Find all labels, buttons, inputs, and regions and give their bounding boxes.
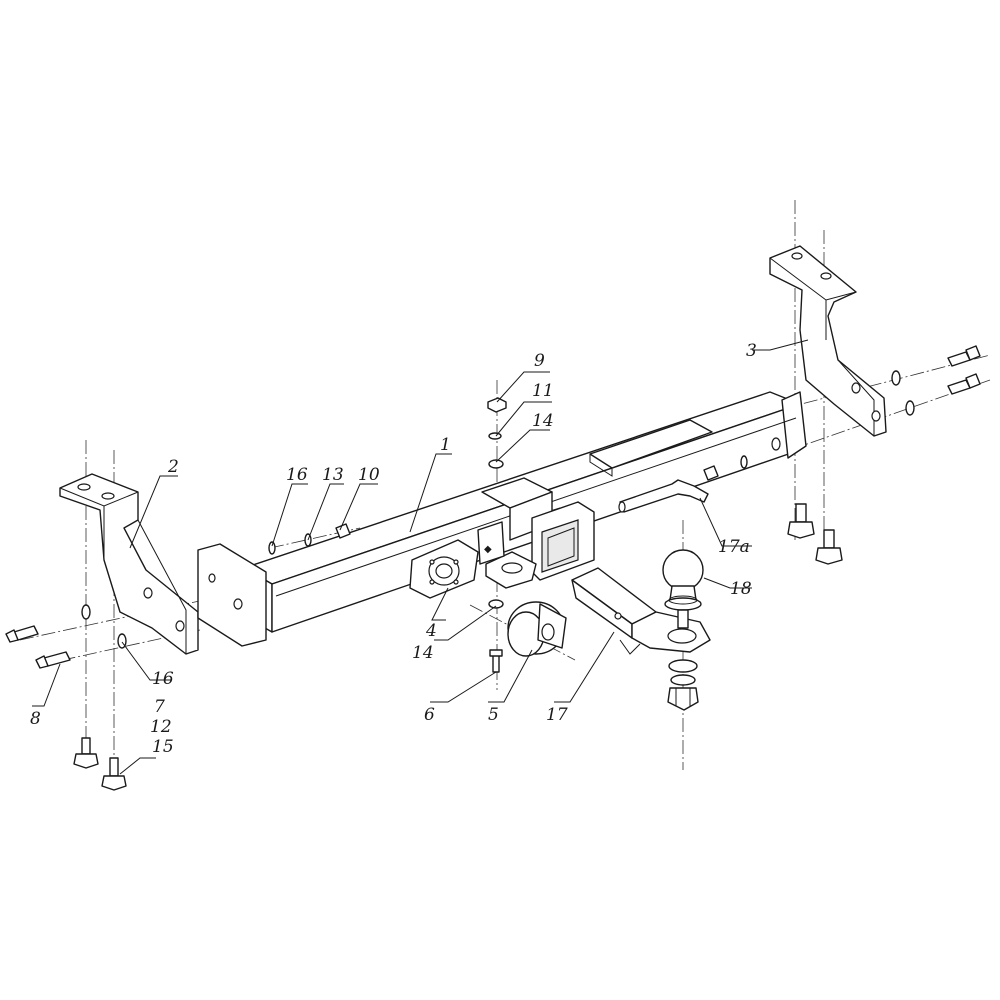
callout-11: 11 [532, 381, 554, 401]
callout-16-bottom: 16 [152, 669, 174, 689]
callout-12: 12 [150, 717, 172, 737]
callout-18: 18 [730, 579, 752, 599]
leader-lines [32, 339, 809, 775]
socket-plate [409, 539, 479, 599]
wiring-tube [618, 479, 709, 513]
callout-4: 4 [425, 621, 437, 641]
ball-mount-bar [571, 567, 711, 655]
right-bracket [769, 245, 887, 437]
ball-fasteners [667, 659, 699, 711]
receiver-hitch: ◆ [477, 477, 595, 589]
electrical-socket [507, 601, 567, 657]
callout-17a: 17a [718, 537, 750, 557]
callout-1: 1 [440, 435, 451, 455]
left-bracket [59, 473, 199, 655]
tow-ball [662, 549, 704, 629]
callout-10: 10 [358, 465, 380, 485]
svg-text:◆: ◆ [484, 544, 492, 555]
callout-8: 8 [30, 709, 41, 729]
callout-17: 17 [546, 705, 568, 725]
callout-2: 2 [167, 457, 179, 477]
callout-3: 3 [746, 341, 757, 361]
callout-14-top: 14 [532, 411, 554, 431]
callout-16-top: 16 [286, 465, 308, 485]
callout-13: 13 [322, 465, 344, 485]
callout-15: 15 [152, 737, 174, 757]
center-fasteners [487, 397, 507, 673]
right-bolts [703, 345, 981, 565]
left-bolts [5, 604, 127, 791]
main-crossbeam [197, 391, 807, 647]
callout-5: 5 [488, 705, 499, 725]
callout-6: 6 [424, 705, 435, 725]
callout-7: 7 [154, 697, 165, 717]
callout-labels: 1 2 3 4 5 6 7 8 9 10 11 12 13 14 14 15 1… [30, 341, 757, 757]
callout-14-bottom: 14 [412, 643, 434, 663]
callout-9: 9 [534, 351, 545, 371]
